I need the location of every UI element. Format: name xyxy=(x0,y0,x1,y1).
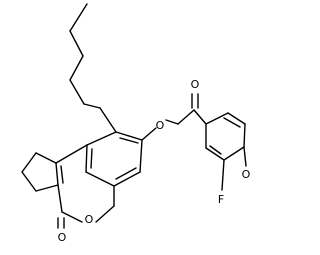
pyranone-ring xyxy=(55,144,115,229)
ring-oxygen-label: O xyxy=(85,213,94,226)
cyclopentane-ring xyxy=(21,152,59,192)
hexyl-chain xyxy=(69,3,117,133)
ketone-oxygen-label: O xyxy=(191,78,200,91)
lactone-carbonyl-oxygen-label: O xyxy=(58,231,67,244)
molecule-svg: O O O O O F xyxy=(21,3,251,244)
ether-ketone-linker xyxy=(141,93,207,141)
fluoro-methoxyphenyl-ring xyxy=(205,112,247,191)
ether-oxygen-label: O xyxy=(156,119,165,132)
benzene-ring-core xyxy=(85,131,143,187)
molecule-diagram: O O O O O F xyxy=(21,3,251,244)
fluorine-label: F xyxy=(218,193,224,206)
methoxy-oxygen-label: O xyxy=(242,168,250,181)
